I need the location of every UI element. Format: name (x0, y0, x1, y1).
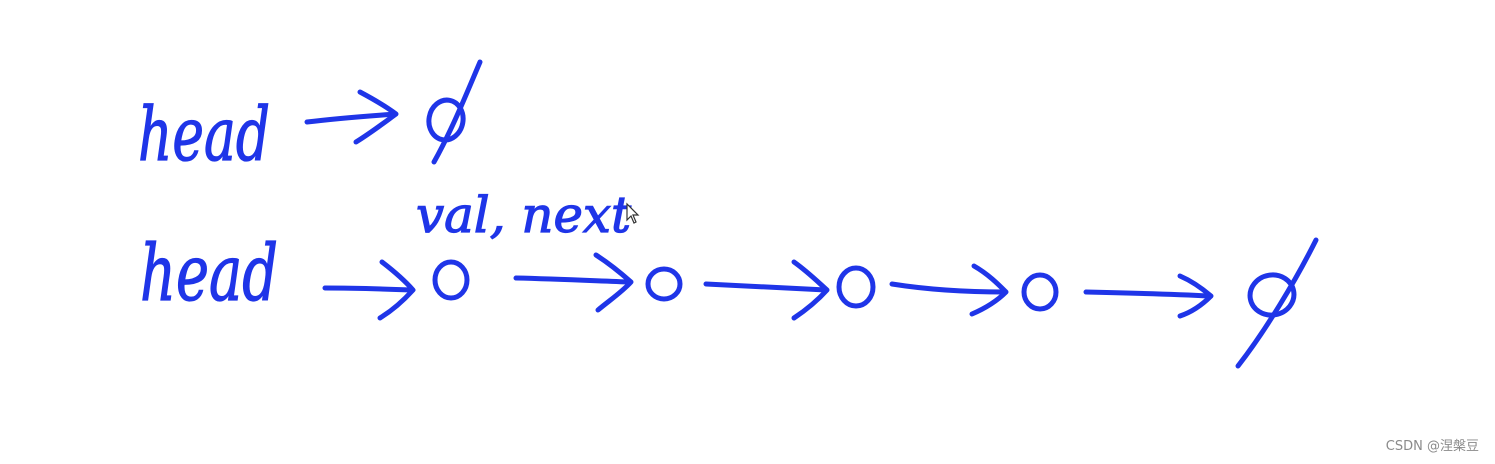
watermark: CSDN @涅槃豆 (1385, 439, 1479, 454)
full-list-row: head (0, 0, 1319, 369)
arrow-head-to-node-1 (322, 259, 416, 321)
arrow-node-4-to-null (1083, 273, 1214, 319)
list-node-3 (836, 265, 876, 309)
list-node-1 (432, 259, 470, 301)
full-list-null-symbol: φ (0, 0, 1319, 369)
empty-list-null-symbol: φ (0, 0, 483, 165)
svg-text:φ: φ (0, 0, 1, 1)
mouse-pointer-icon (626, 202, 640, 224)
arrow-node-2-to-node-3 (703, 259, 830, 321)
list-node-2 (645, 266, 683, 302)
svg-text:φ: φ (0, 0, 1, 1)
arrow-node-1-to-node-2 (513, 252, 634, 313)
empty-list-arrow (304, 89, 399, 145)
node-fields-label: val, next (416, 186, 632, 244)
arrow-node-3-to-node-4 (889, 263, 1009, 317)
empty-list-head-label: head (138, 92, 270, 178)
empty-list-row: head φ (0, 0, 483, 179)
list-node-4 (1021, 272, 1059, 312)
full-list-head-label: head (140, 229, 278, 319)
